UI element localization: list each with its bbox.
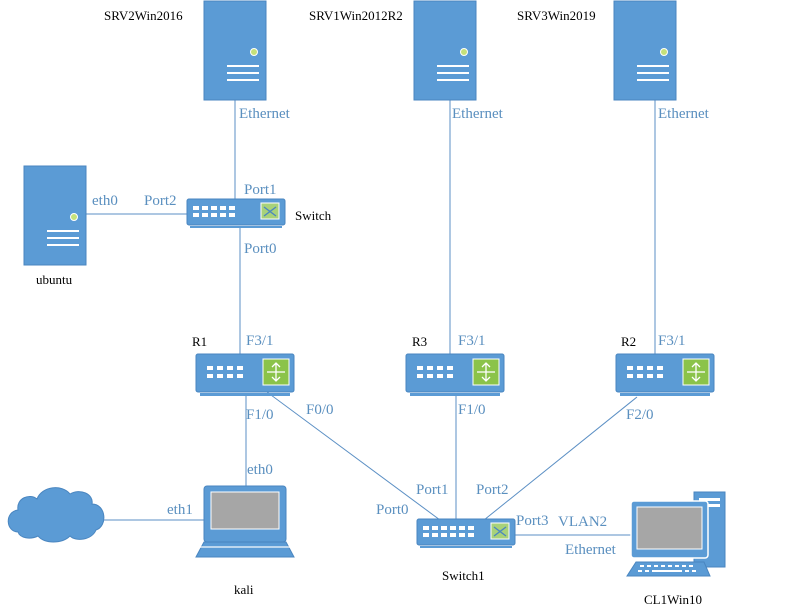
port-switch-port2: Port2 (144, 193, 177, 209)
label-r3: R3 (412, 334, 427, 349)
server-ubuntu-icon[interactable] (23, 165, 87, 266)
port-cl1-ethernet: Ethernet (565, 542, 617, 558)
router-r3-icon[interactable] (405, 353, 505, 396)
port-vlan2: VLAN2 (558, 514, 607, 530)
port-r2-f20: F2/0 (626, 407, 654, 423)
router-r1-icon[interactable] (195, 353, 295, 396)
port-r2-f31: F3/1 (658, 333, 686, 349)
port-kali-eth0: eth0 (247, 462, 273, 478)
label-ubuntu: ubuntu (36, 272, 73, 287)
server-srv3-icon[interactable] (613, 0, 677, 101)
port-r3-f10: F1/0 (458, 402, 486, 418)
label-srv1: SRV1Win2012R2 (309, 8, 403, 23)
link-r1-switch1 (247, 377, 441, 521)
port-switch1-port2: Port2 (476, 482, 509, 498)
port-srv3-ethernet: Ethernet (658, 106, 710, 122)
port-switch1-port3: Port3 (516, 513, 549, 529)
cloud-icon[interactable] (7, 487, 105, 543)
port-r1-f31: F3/1 (246, 333, 274, 349)
switch1-icon[interactable] (416, 518, 516, 548)
port-kali-eth1: eth1 (167, 502, 193, 518)
switch-icon[interactable] (186, 198, 286, 228)
desktop-cl1-icon[interactable] (626, 491, 726, 577)
port-r1-f00: F0/0 (306, 402, 334, 418)
label-kali: kali (234, 582, 254, 597)
port-switch1-port0: Port0 (376, 502, 409, 518)
server-srv2-icon[interactable] (203, 0, 267, 101)
port-srv1-ethernet: Ethernet (452, 106, 504, 122)
port-r1-f10: F1/0 (246, 407, 274, 423)
label-switch: Switch (295, 208, 332, 223)
label-switch1: Switch1 (442, 568, 485, 583)
label-cl1: CL1Win10 (644, 592, 702, 607)
label-r1: R1 (192, 334, 207, 349)
router-r2-icon[interactable] (615, 353, 715, 396)
label-srv2: SRV2Win2016 (104, 8, 183, 23)
server-srv1-icon[interactable] (413, 0, 477, 101)
port-srv2-ethernet: Ethernet (239, 106, 291, 122)
port-labels: Ethernet Ethernet Ethernet eth0 Port2 Po… (92, 106, 710, 558)
laptop-kali-icon[interactable] (195, 485, 295, 558)
port-switch-port1: Port1 (244, 182, 277, 198)
port-switch-port0: Port0 (244, 241, 277, 257)
port-r3-f31: F3/1 (458, 333, 486, 349)
label-srv3: SRV3Win2019 (517, 8, 596, 23)
port-ubuntu-eth0: eth0 (92, 193, 118, 209)
label-r2: R2 (621, 334, 636, 349)
port-switch1-port1: Port1 (416, 482, 449, 498)
link-r2-switch1 (483, 396, 638, 521)
node-labels: SRV2Win2016 SRV1Win2012R2 SRV3Win2019 ub… (36, 8, 702, 607)
links (86, 100, 656, 536)
